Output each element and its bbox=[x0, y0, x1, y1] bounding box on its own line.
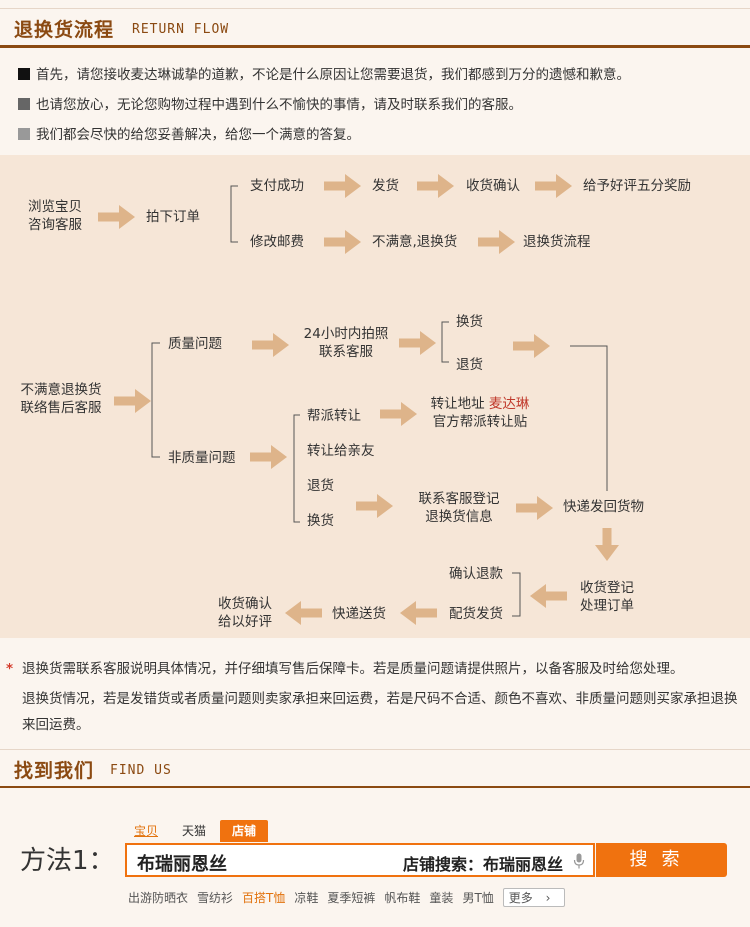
step-non-quality-issue: 非质量问题 bbox=[168, 450, 236, 466]
step-quality-issue: 质量问题 bbox=[168, 336, 222, 352]
asterisk-icon: * bbox=[6, 686, 22, 712]
search-input-value: 布瑞丽恩丝 bbox=[137, 854, 227, 875]
hot-word[interactable]: 夏季短裤 bbox=[327, 891, 376, 905]
step-browse: 浏览宝贝咨询客服 bbox=[28, 199, 82, 233]
find-us-title-en: FIND US bbox=[110, 763, 172, 778]
black-square-icon bbox=[18, 68, 30, 80]
step-unsatisfied-return: 不满意,退换货 bbox=[372, 234, 458, 250]
tab-baobei[interactable]: 宝贝 bbox=[134, 824, 159, 838]
hot-word[interactable]: 帆布鞋 bbox=[384, 891, 421, 905]
find-us-title: 找到我们 bbox=[14, 760, 95, 782]
step-express-return: 快递发回货物 bbox=[563, 499, 644, 515]
return-flow-title: 退换货流程 bbox=[14, 19, 115, 41]
tab-tmall[interactable]: 天猫 bbox=[182, 824, 207, 838]
shop-search-label: 店铺搜索：布瑞丽恩丝 bbox=[402, 855, 563, 874]
return-flow-diagram: 浏览宝贝咨询客服 拍下订单 支付成功 发货 收货确认 给予好评五分奖励 修改邮费… bbox=[0, 155, 750, 638]
step-assign-transfer: 帮派转让 bbox=[307, 408, 361, 424]
step-receive-register: 收货登记处理订单 bbox=[580, 580, 634, 614]
hot-word[interactable]: 童装 bbox=[429, 891, 454, 905]
note-2: *退换货情况，若是发错货或者质量问题则卖家承担来回运费，若是尺码不合适、颜色不喜… bbox=[6, 686, 750, 738]
search-button[interactable]: 搜索 bbox=[596, 843, 727, 877]
arrow-icon bbox=[98, 205, 135, 229]
step-modify-postage: 修改邮费 bbox=[250, 234, 304, 250]
method-label: 方法1： bbox=[20, 846, 115, 876]
step-confirm-refund: 确认退款 bbox=[449, 566, 503, 582]
hot-word[interactable]: 雪纺衫 bbox=[197, 891, 234, 905]
hot-word[interactable]: 凉鞋 bbox=[294, 891, 319, 905]
intro-line-3: 我们都会尽快的给您妥善解决，给您一个满意的答复。 bbox=[18, 123, 360, 143]
step-prepare-ship: 配货发货 bbox=[449, 606, 503, 622]
step-return-2: 退货 bbox=[307, 478, 334, 494]
step-contact-register: 联系客服登记退换货信息 bbox=[418, 491, 500, 525]
step-exchange-2: 换货 bbox=[307, 513, 334, 529]
step-express-send: 快递送货 bbox=[332, 606, 386, 622]
intro-line-1: 首先，请您接收麦达琳诚挚的道歉，不论是什么原因让您需要退货，我们都感到万分的遗憾… bbox=[18, 63, 630, 83]
return-flow-title-en: RETURN FLOW bbox=[132, 22, 230, 37]
step-transfer-address: 转让地址 麦达琳 官方帮派转让贴 bbox=[430, 396, 530, 430]
note-1: *退换货需联系客服说明具体情况，并仔细填写售后保障卡。若是质量问题请提供照片，以… bbox=[6, 656, 750, 682]
light-gray-square-icon bbox=[18, 128, 30, 140]
more-button[interactable]: 更多 › bbox=[502, 888, 566, 907]
hot-word-highlight[interactable]: 百搭T恤 bbox=[242, 891, 286, 905]
step-order: 拍下订单 bbox=[146, 209, 200, 225]
step-return-flow: 退换货流程 bbox=[523, 234, 591, 250]
step-after-sale: 不满意退换货联络售后客服 bbox=[20, 382, 102, 416]
step-pay-success: 支付成功 bbox=[250, 178, 304, 194]
chevron-right-icon: › bbox=[545, 891, 551, 905]
flow-connectors bbox=[98, 174, 619, 625]
tab-shop[interactable]: 店铺 bbox=[220, 820, 269, 842]
hot-word[interactable]: 男T恤 bbox=[462, 891, 494, 905]
step-exchange: 换货 bbox=[456, 314, 483, 330]
hot-word[interactable]: 出游防晒衣 bbox=[128, 891, 189, 905]
step-transfer-friend: 转让给亲友 bbox=[307, 443, 375, 459]
step-praise-reward: 给予好评五分奖励 bbox=[583, 178, 691, 194]
return-flow-header: 退换货流程 RETURN FLOW bbox=[0, 8, 750, 48]
gray-square-icon bbox=[18, 98, 30, 110]
step-receive-confirm: 收货确认 bbox=[466, 178, 520, 194]
step-receive-praise: 收货确认给以好评 bbox=[218, 596, 272, 630]
intro-line-2: 也请您放心，无论您购物过程中遇到什么不愉快的事情，请及时联系我们的客服。 bbox=[18, 93, 522, 113]
microphone-icon[interactable] bbox=[573, 853, 585, 869]
asterisk-icon: * bbox=[6, 661, 14, 677]
find-us-header: 找到我们 FIND US bbox=[0, 749, 750, 789]
step-photo-contact: 24小时内拍照联系客服 bbox=[303, 326, 389, 360]
step-return: 退货 bbox=[456, 357, 483, 373]
search-area: 方法1： 宝贝 天猫 店铺 布瑞丽恩丝 店铺搜索：布瑞丽恩丝 搜索 出游防晒衣雪… bbox=[0, 788, 750, 927]
hot-words: 出游防晒衣雪纺衫百搭T恤凉鞋夏季短裤帆布鞋童装男T恤更多 › bbox=[128, 888, 574, 907]
step-ship: 发货 bbox=[372, 178, 399, 194]
search-input[interactable]: 布瑞丽恩丝 店铺搜索：布瑞丽恩丝 bbox=[125, 843, 595, 877]
